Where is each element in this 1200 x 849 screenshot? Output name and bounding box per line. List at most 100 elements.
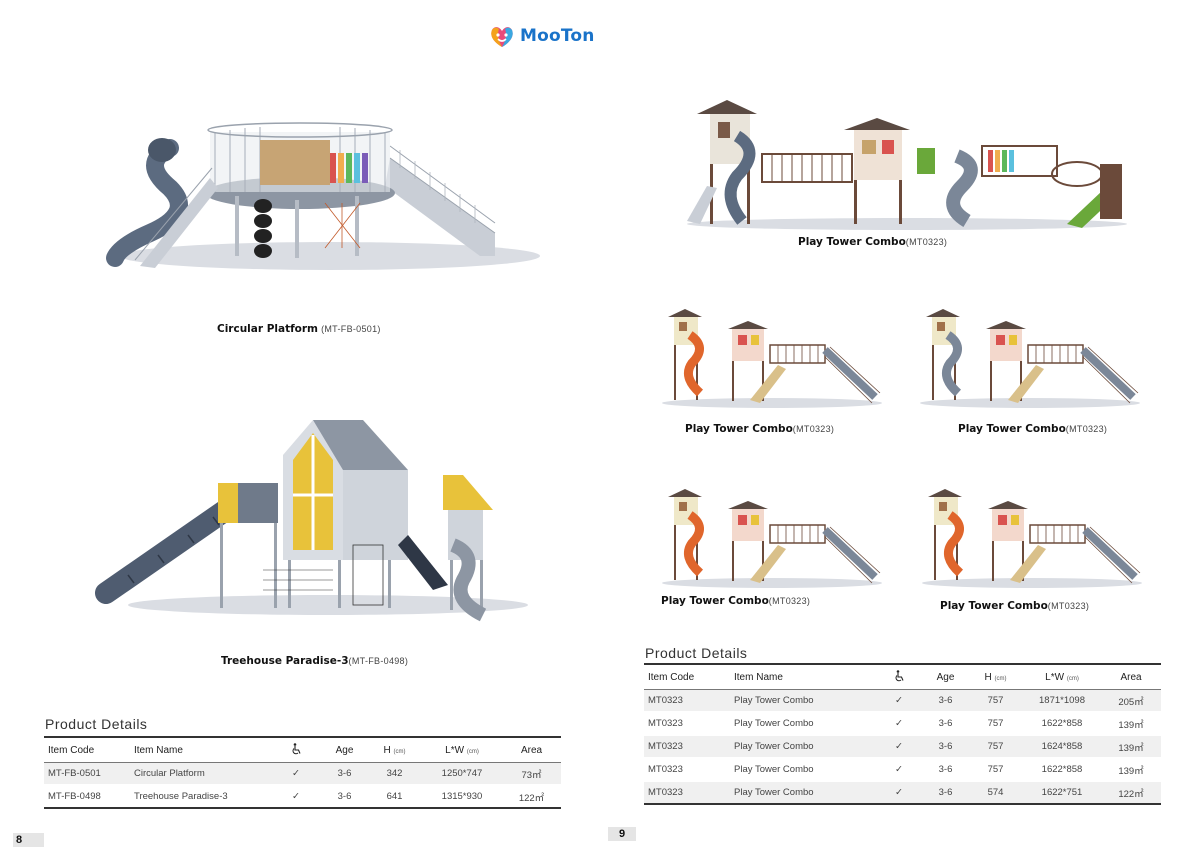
cell-age: 3-6 — [322, 762, 367, 786]
col-header-height: H (cm) — [968, 663, 1023, 690]
wheelchair-icon — [895, 669, 904, 681]
product-details-title: Product Details — [645, 645, 748, 661]
product-name: Play Tower Combo — [798, 236, 906, 248]
lw-label: L*W — [445, 744, 465, 756]
product-details-title: Product Details — [45, 716, 148, 732]
product-name: Treehouse Paradise-3 — [221, 655, 349, 667]
cell-height: 641 — [367, 785, 422, 809]
check-icon: ✓ — [875, 712, 923, 736]
cell-height: 757 — [968, 758, 1023, 782]
col-header-item-name: Item Name — [130, 736, 270, 763]
product-code: (MT0323) — [1065, 424, 1108, 434]
product-image-circular-platform — [106, 122, 540, 270]
col-header-age: Age — [322, 736, 367, 763]
cell-item-name: Circular Platform — [130, 762, 270, 786]
cell-item-code: MT0323 — [644, 781, 730, 805]
col-header-lw: L*W (cm) — [422, 736, 502, 763]
product-image-play-tower-combo-3 — [920, 309, 1140, 408]
lw-unit: (cm) — [466, 748, 479, 755]
col-header-area: Area — [1101, 663, 1161, 690]
height-label: H — [383, 744, 391, 756]
check-icon: ✓ — [875, 758, 923, 782]
col-header-item-code: Item Code — [644, 663, 730, 690]
check-icon: ✓ — [875, 781, 923, 805]
product-image-treehouse-paradise — [95, 420, 528, 622]
cell-lw: 1871*1098 — [1023, 689, 1101, 713]
cell-lw: 1622*858 — [1023, 712, 1101, 736]
cell-lw: 1622*751 — [1023, 781, 1101, 805]
cell-item-name: Play Tower Combo — [730, 735, 875, 759]
table-row: MT-FB-0501 Circular Platform ✓ 3-6 342 1… — [44, 762, 561, 786]
cell-lw: 1250*747 — [422, 762, 502, 786]
product-details-table-left: Item Code Item Name Age H (cm) L*W (cm) … — [44, 736, 561, 809]
col-header-item-name: Item Name — [730, 663, 875, 690]
col-header-area: Area — [502, 736, 561, 763]
wheelchair-icon — [292, 742, 301, 754]
product-caption-play-tower-combo-3: Play Tower Combo(MT0323) — [958, 423, 1107, 435]
cell-item-name: Play Tower Combo — [730, 758, 875, 782]
product-caption-play-tower-combo-4: Play Tower Combo(MT0323) — [661, 595, 810, 607]
cell-area: 205㎡ — [1101, 689, 1161, 713]
height-unit: (cm) — [994, 675, 1007, 682]
product-name: Play Tower Combo — [661, 595, 769, 607]
cell-lw: 1624*858 — [1023, 735, 1101, 759]
cell-area: 122㎡ — [1101, 781, 1161, 805]
cell-item-name: Play Tower Combo — [730, 781, 875, 805]
brand-logo: MooTon — [488, 22, 595, 50]
cell-age: 3-6 — [923, 735, 968, 759]
cell-age: 3-6 — [923, 781, 968, 805]
height-label: H — [984, 671, 992, 683]
product-caption-play-tower-combo-1: Play Tower Combo(MT0323) — [798, 236, 947, 248]
check-icon: ✓ — [270, 762, 322, 786]
check-icon: ✓ — [875, 689, 923, 713]
cell-area: 139㎡ — [1101, 735, 1161, 759]
cell-area: 122㎡ — [502, 785, 561, 809]
cell-item-code: MT0323 — [644, 712, 730, 736]
table-header-row: Item Code Item Name Age H (cm) L*W (cm) … — [44, 736, 561, 763]
product-code: (MT-FB-0501) — [321, 324, 381, 334]
product-image-play-tower-combo-1 — [687, 100, 1127, 230]
cell-item-code: MT-FB-0501 — [44, 762, 130, 786]
page-number-right: 9 — [608, 827, 636, 841]
col-header-accessibility — [875, 663, 923, 690]
table-row: MT0323 Play Tower Combo ✓ 3-6 574 1622*7… — [644, 781, 1161, 805]
cell-item-code: MT0323 — [644, 758, 730, 782]
cell-item-code: MT0323 — [644, 689, 730, 713]
col-header-item-code: Item Code — [44, 736, 130, 763]
col-header-accessibility — [270, 736, 322, 763]
product-code: (MT0323) — [1047, 601, 1090, 611]
product-image-play-tower-combo-4 — [662, 489, 882, 588]
cell-height: 574 — [968, 781, 1023, 805]
product-code: (MT0323) — [792, 424, 835, 434]
cell-item-name: Treehouse Paradise-3 — [130, 785, 270, 809]
product-caption-play-tower-combo-5: Play Tower Combo(MT0323) — [940, 600, 1089, 612]
lw-label: L*W — [1045, 671, 1065, 683]
cell-age: 3-6 — [923, 758, 968, 782]
product-caption-treehouse-paradise: Treehouse Paradise-3(MT-FB-0498) — [221, 655, 408, 667]
product-name: Play Tower Combo — [685, 423, 793, 435]
product-code: (MT-FB-0498) — [348, 656, 409, 666]
cell-age: 3-6 — [923, 712, 968, 736]
cell-area: 139㎡ — [1101, 712, 1161, 736]
cell-item-name: Play Tower Combo — [730, 712, 875, 736]
col-header-height: H (cm) — [367, 736, 422, 763]
product-image-play-tower-combo-5 — [922, 489, 1142, 588]
table-row: MT-FB-0498 Treehouse Paradise-3 ✓ 3-6 64… — [44, 785, 561, 809]
height-unit: (cm) — [393, 748, 406, 755]
check-icon: ✓ — [270, 785, 322, 809]
table-row: MT0323 Play Tower Combo ✓ 3-6 757 1622*8… — [644, 758, 1161, 782]
col-header-age: Age — [923, 663, 968, 690]
cell-lw: 1622*858 — [1023, 758, 1101, 782]
cell-item-code: MT0323 — [644, 735, 730, 759]
table-header-row: Item Code Item Name Age H (cm) L*W (cm) … — [644, 663, 1161, 690]
product-details-table-right: Item Code Item Name Age H (cm) L*W (cm) … — [644, 663, 1161, 805]
page-number-left: 8 — [13, 833, 44, 847]
product-caption-circular-platform: Circular Platform (MT-FB-0501) — [217, 323, 381, 335]
product-name: Play Tower Combo — [940, 600, 1048, 612]
cell-height: 757 — [968, 712, 1023, 736]
product-name: Circular Platform — [217, 323, 319, 335]
cell-height: 757 — [968, 689, 1023, 713]
product-code: (MT0323) — [768, 596, 811, 606]
cell-age: 3-6 — [322, 785, 367, 809]
product-image-play-tower-combo-2 — [662, 309, 882, 408]
